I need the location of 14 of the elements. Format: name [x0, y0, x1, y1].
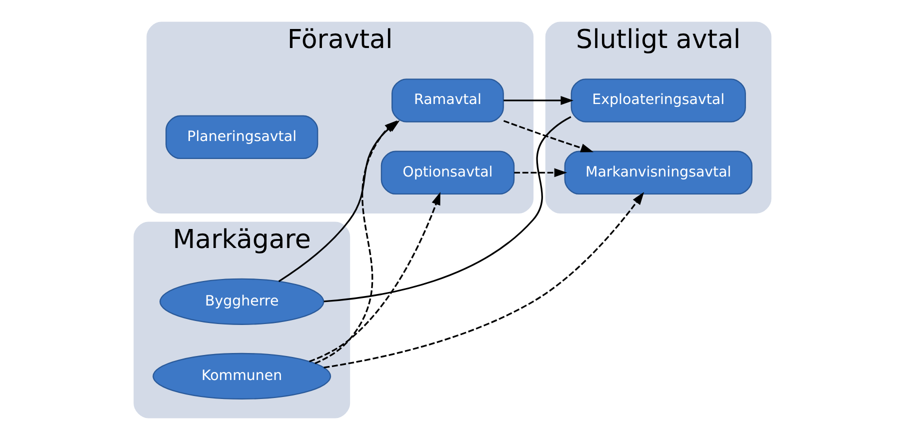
arrow	[514, 168, 568, 178]
node-box: Planeringsavtal	[166, 115, 318, 160]
node-box: Markanvisningsavtal	[564, 150, 752, 195]
node-ellipse: Byggherre	[159, 278, 324, 325]
node-ellipse: Kommunen	[152, 352, 332, 400]
arrow	[309, 192, 440, 362]
node-box: Optionsavtal	[380, 150, 515, 195]
arrow	[314, 120, 398, 364]
arrow	[503, 120, 594, 152]
node-box: Ramavtal	[392, 78, 504, 122]
node-box: Exploateringsavtal	[570, 78, 746, 122]
connector	[324, 116, 572, 302]
arrow	[504, 96, 574, 105]
arrow	[324, 192, 644, 368]
